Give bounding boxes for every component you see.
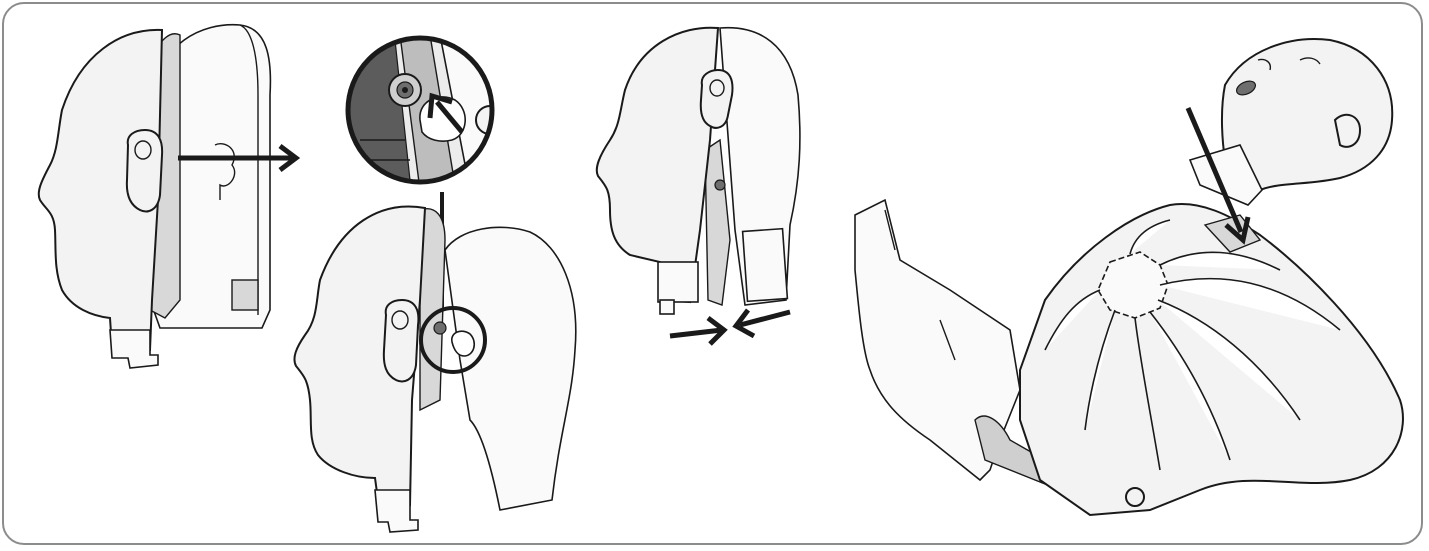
assembled-ear-hinge xyxy=(382,298,420,383)
rib-grooves xyxy=(1044,219,1341,471)
step-4-attach-head-to-torso xyxy=(854,38,1404,517)
step-2-locate-pivot-screw xyxy=(293,35,577,533)
magnifier-ring xyxy=(345,35,495,185)
pivot-highlight-ring xyxy=(419,306,487,374)
chest-compression-plate xyxy=(1097,251,1169,319)
step-1-separate-head-halves xyxy=(37,23,301,369)
ear-hinge-cap xyxy=(125,128,164,213)
manikin-ear xyxy=(1333,113,1362,148)
insert-head-arrow xyxy=(1185,107,1244,233)
manikin-nose xyxy=(1257,58,1272,71)
manikin-mouth xyxy=(1235,80,1257,96)
neck-connector xyxy=(109,329,159,369)
head-front-half xyxy=(37,28,164,352)
screw-pointer-arrow xyxy=(435,100,464,134)
close-arrow-left xyxy=(669,327,723,339)
assembled-head-front xyxy=(293,205,427,507)
shell-rivet xyxy=(1125,487,1145,507)
closing-head-front xyxy=(595,26,720,304)
torso-chest-plate xyxy=(1019,203,1404,517)
close-arrow-right xyxy=(739,309,791,328)
step-3-close-head-halves xyxy=(595,26,801,346)
closing-ear-hinge xyxy=(699,68,734,129)
assembled-head-back xyxy=(444,226,577,511)
manikin-eye xyxy=(1299,57,1321,65)
